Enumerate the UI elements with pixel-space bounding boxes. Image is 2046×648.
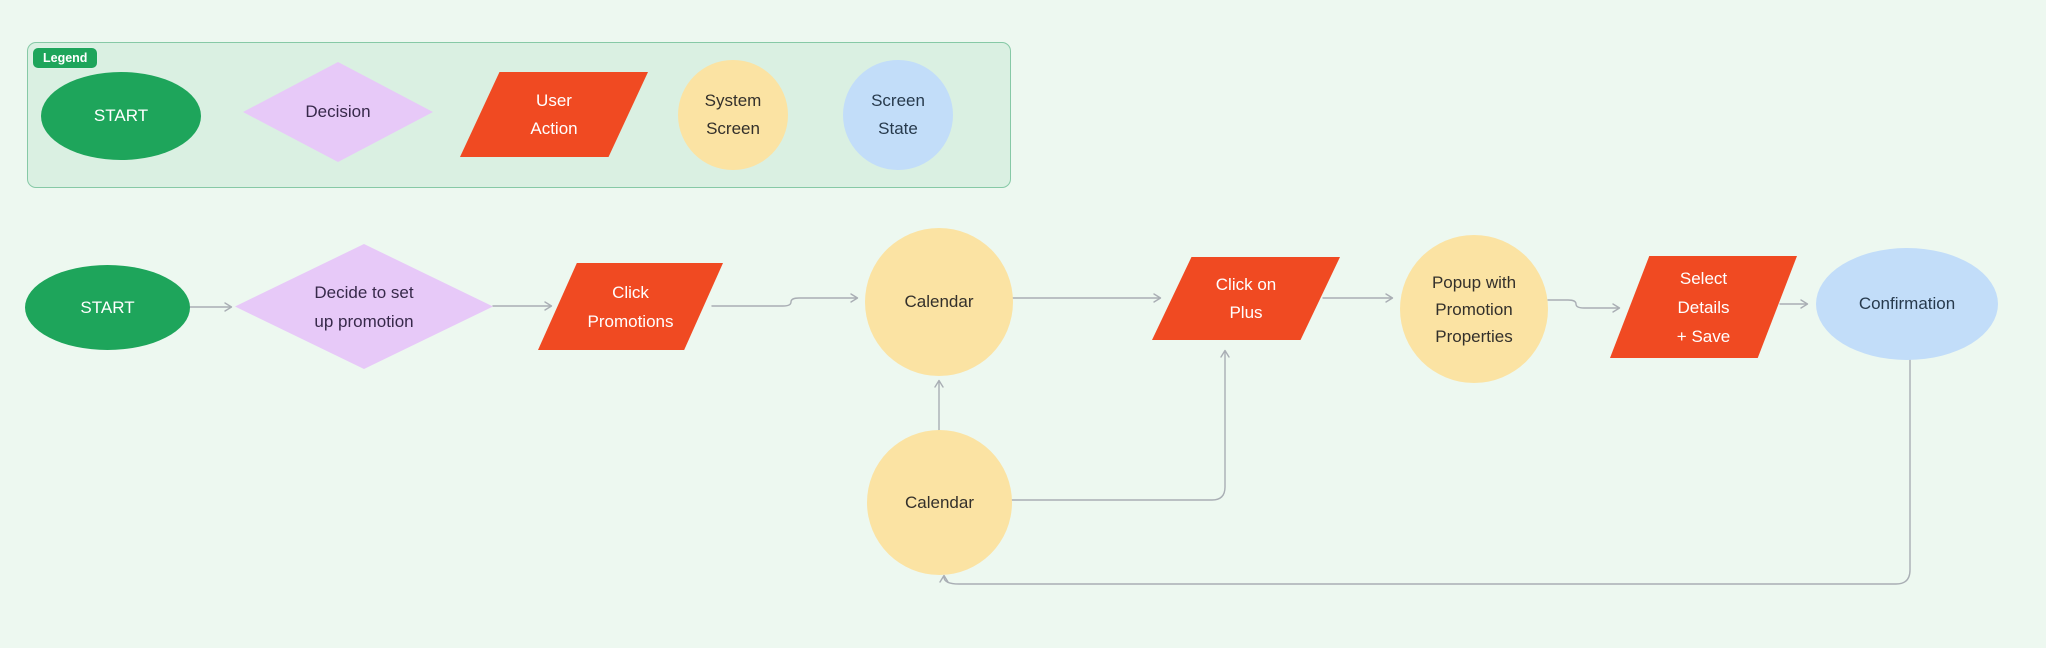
- flow-node-decide-promotion[interactable]: Decide to set up promotion: [235, 244, 493, 369]
- node-label: up promotion: [314, 311, 414, 331]
- legend-shape-system-screen: System Screen: [678, 60, 788, 170]
- legend-label: START: [93, 106, 149, 125]
- legend-badge: Legend: [32, 47, 99, 69]
- flow-node-start[interactable]: START: [25, 265, 190, 350]
- node-label: Calendar: [905, 492, 974, 512]
- flow-node-click-promotions[interactable]: Click Promotions: [538, 263, 723, 350]
- node-label: Select: [1679, 268, 1728, 288]
- flow-node-select-details-save[interactable]: Select Details + Save: [1610, 256, 1797, 358]
- flow-node-calendar-1[interactable]: Calendar: [865, 228, 1013, 376]
- edge-calendar2-to-click-on-plus: [1011, 349, 1230, 501]
- legend-label: Decision: [305, 102, 371, 121]
- node-label: Promotions: [587, 311, 674, 331]
- node-label: Popup with: [1431, 272, 1517, 292]
- edge-click-promotions-to-calendar1: [711, 293, 859, 307]
- node-label: START: [80, 297, 135, 317]
- legend-label: System: [704, 91, 762, 110]
- node-label: Properties: [1435, 326, 1513, 346]
- legend-label: User: [536, 90, 572, 110]
- node-label: Calendar: [904, 292, 974, 311]
- legend-label: State: [878, 119, 918, 138]
- edge-confirmation-to-calendar2: [939, 359, 1911, 585]
- legend-shape-screen-state: Screen State: [843, 60, 953, 170]
- node-label: Decide to set: [314, 282, 414, 302]
- node-label: Plus: [1229, 302, 1263, 322]
- flow-node-click-on-plus[interactable]: Click on Plus: [1152, 257, 1340, 340]
- legend-label: Screen: [871, 91, 925, 110]
- node-label: + Save: [1676, 326, 1731, 346]
- node-label: Click: [612, 282, 649, 302]
- node-label: Details: [1677, 297, 1730, 317]
- legend-label: Action: [530, 118, 578, 138]
- legend-label: Screen: [706, 119, 760, 138]
- flow-node-popup-promotion-properties[interactable]: Popup with Promotion Properties: [1400, 235, 1548, 383]
- node-label: Click on: [1215, 274, 1277, 294]
- edge-popup-to-select-details: [1547, 299, 1621, 313]
- flow-node-confirmation[interactable]: Confirmation: [1816, 248, 1998, 360]
- node-label: Confirmation: [1858, 294, 1956, 313]
- node-label: Promotion: [1435, 299, 1513, 319]
- flow-node-calendar-2[interactable]: Calendar: [867, 430, 1012, 575]
- legend-shape-start: START: [41, 72, 201, 160]
